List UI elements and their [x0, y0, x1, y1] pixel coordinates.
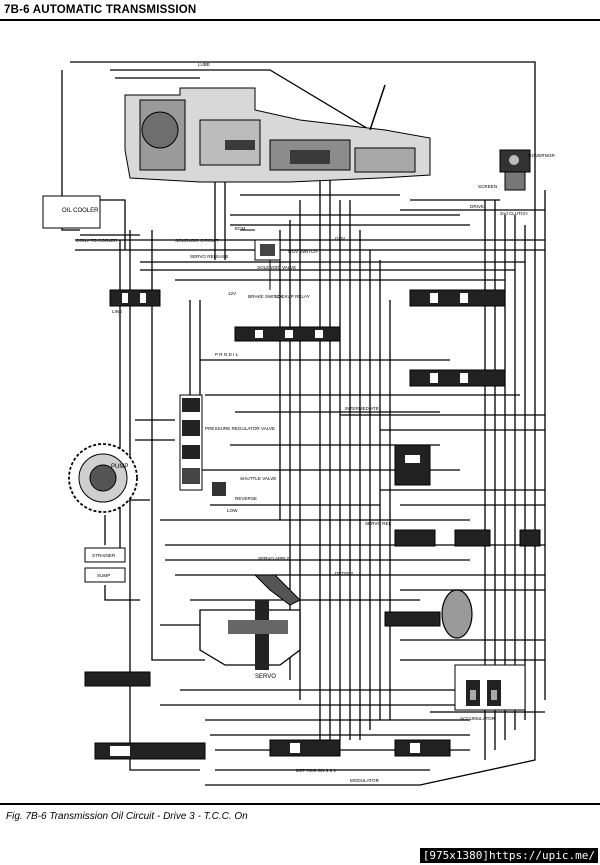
solenoid-valve-label: SOLENOID VALVE — [257, 265, 296, 270]
sump-box — [84, 567, 126, 583]
gov-label: GOV — [335, 236, 346, 241]
sump-label: SUMP — [97, 573, 110, 578]
intermediate-label: INTERMEDIATE — [345, 406, 379, 411]
solenoid-cluster — [240, 229, 320, 300]
second-clutch-label: 2nd CLUTCH — [500, 211, 528, 216]
servo-label: SERVO — [255, 674, 276, 680]
reverse-label: REVERSE — [235, 496, 257, 501]
pump — [68, 443, 138, 513]
servo-apply-label: SERVO APPLY — [258, 556, 290, 561]
transmission-case-illustration — [124, 84, 431, 183]
governor — [499, 149, 531, 191]
strainer-label: STRAINER — [92, 553, 116, 558]
shuttle-valve — [212, 482, 226, 496]
footer-rule — [0, 803, 600, 805]
servo-release-label: SERVO RELEASE — [190, 254, 228, 259]
piston-housing — [441, 589, 473, 639]
accumulator-label: ACCUMULATOR — [460, 716, 496, 721]
shuttle-valve-label: SHUTTLE VALVE — [240, 476, 276, 481]
brake-switch-label: BRAKE SWITCH — [248, 294, 283, 299]
conv-to-cooler-label: CONV TO COOLER — [76, 238, 118, 243]
spool-lands — [110, 293, 468, 756]
governor-label: GOVERNOR — [528, 153, 555, 158]
gov-switch-label: GOV SWITCH — [288, 249, 318, 254]
figure-caption: Fig. 7B-6 Transmission Oil Circuit - Dri… — [6, 811, 248, 822]
line-label: LINE — [112, 309, 122, 314]
accumulator — [454, 664, 526, 711]
lube-label: LUBE — [198, 62, 210, 67]
drive-label: DRIVE — [470, 204, 484, 209]
watermark: [975x1380]https://upic.me/ — [419, 848, 598, 863]
page-header: 7B-6 AUTOMATIC TRANSMISSION — [4, 4, 197, 16]
det-reg-label: DET REG ON 3 2 1 — [296, 768, 336, 773]
servo — [199, 574, 301, 670]
pump-label: PUMP — [111, 464, 128, 470]
pressure-regulator-label: PRESSURE REGULATOR VALVE — [205, 426, 275, 431]
prndil-label: P R N D I L — [215, 352, 239, 357]
screen-label: SCREEN — [478, 184, 497, 189]
12v-label: 12V — [228, 291, 237, 296]
header-rule — [0, 19, 600, 21]
pressure-regulator-valve — [179, 394, 203, 491]
servo-rel-label: SERVO REL — [365, 521, 392, 526]
strainer-box — [84, 547, 126, 563]
ecm-label: ECM — [235, 226, 245, 231]
detent-label: DETENT — [335, 571, 354, 576]
lockup-relay-label: LOCKUP RELAY — [275, 294, 310, 299]
oil-cooler-box — [42, 195, 101, 229]
oil-cooler-label: OIL COOLER — [62, 208, 99, 214]
modulator-label: MODULATOR — [350, 778, 380, 783]
solenoid-circuit-label: SOLENOID CIRCUIT — [175, 238, 219, 243]
low-label: LOW — [227, 508, 238, 513]
